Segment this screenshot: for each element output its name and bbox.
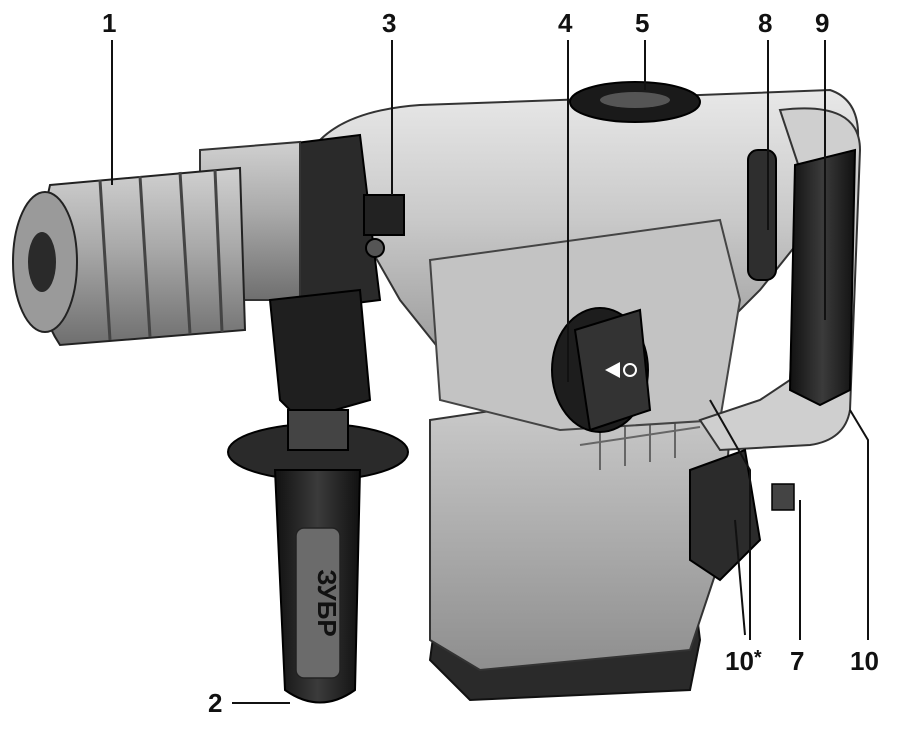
rear-grip (788, 148, 857, 407)
leader-lines (111, 40, 869, 704)
chuck-bore (28, 232, 56, 292)
brand-logo: ЗУБР (312, 569, 342, 637)
switch-button (771, 483, 795, 511)
chuck-ribs (98, 169, 224, 341)
side-handle-clamp (268, 288, 372, 422)
callout-5: 5 (635, 8, 650, 38)
callout-10-star-mark: * (753, 647, 762, 669)
depth-stop-screw (365, 238, 385, 258)
top-cap-inner (600, 92, 670, 108)
callout-7: 7 (790, 646, 805, 676)
trigger-lock (747, 149, 777, 281)
callout-4: 4 (558, 8, 573, 38)
callout-1: 1 (102, 8, 117, 38)
cord-boot (689, 448, 762, 582)
callout-10: 10 (850, 646, 879, 676)
mode-symbol-icon (623, 363, 637, 377)
mode-arrow-icon (605, 362, 620, 378)
depth-stop-block (363, 194, 405, 236)
callout-10-star-number: 10 (725, 646, 754, 676)
callout-2: 2 (208, 688, 223, 718)
callout-3: 3 (382, 8, 397, 38)
callout-10-star: 10* (725, 648, 762, 674)
callout-8: 8 (758, 8, 773, 38)
side-handle-neck (287, 409, 349, 451)
side-handle-logo-plate (295, 527, 341, 679)
callout-9: 9 (815, 8, 830, 38)
